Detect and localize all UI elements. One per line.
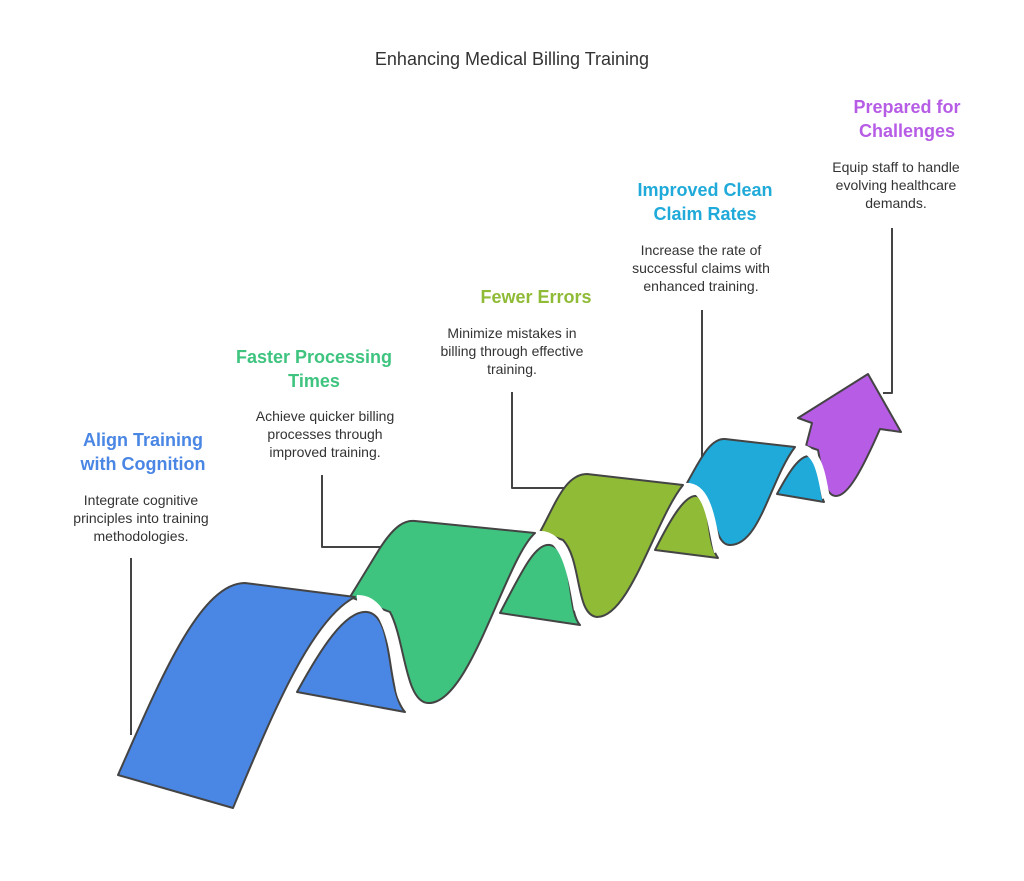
step-title-align: Align Training with Cognition <box>81 428 206 476</box>
desc-line: enhanced training. <box>643 278 759 294</box>
blue-flap <box>296 610 406 713</box>
olive-wave <box>539 473 684 618</box>
step-desc-align: Integrate cognitive principles into train… <box>73 491 208 545</box>
connector-line <box>883 228 893 394</box>
step-desc-improved: Increase the rate of successful claims wi… <box>632 241 770 295</box>
desc-line: Achieve quicker billing <box>255 408 395 424</box>
title-line: Claim Rates <box>653 204 757 224</box>
desc-line: Increase the rate of <box>640 242 762 258</box>
title-line: Faster Processing <box>235 347 393 367</box>
step-desc-fewer: Minimize mistakes in billing through effe… <box>441 324 584 378</box>
connector-line <box>511 392 568 489</box>
desc-line: Integrate cognitive <box>83 492 199 508</box>
title-line: Improved Clean <box>637 180 773 200</box>
connector-lines <box>130 228 893 735</box>
desc-line: evolving healthcare <box>835 177 957 193</box>
green-wave <box>349 519 536 705</box>
diagram-title: Enhancing Medical Billing Training <box>374 49 650 69</box>
desc-line: demands. <box>865 195 927 211</box>
title-line: Prepared for <box>853 97 961 117</box>
blue-wave <box>117 582 356 809</box>
title-line: with Cognition <box>80 454 206 474</box>
desc-line: Equip staff to handle <box>832 159 960 175</box>
desc-line: training. <box>487 361 537 377</box>
title-line: Fewer Errors <box>480 287 592 307</box>
purple-arrow <box>797 373 902 497</box>
title-line: Align Training <box>83 430 203 450</box>
desc-line: principles into training <box>73 510 209 526</box>
title-line: Times <box>288 371 340 391</box>
desc-line: billing through effective <box>440 343 584 359</box>
desc-line: methodologies. <box>93 528 189 544</box>
step-desc-faster: Achieve quicker billing processes through… <box>256 407 395 461</box>
desc-line: improved training. <box>269 444 381 460</box>
connector-line <box>321 475 383 548</box>
green-flap <box>499 543 581 626</box>
desc-line: processes through <box>267 426 383 442</box>
title-line: Challenges <box>858 121 956 141</box>
step-title-fewer: Fewer Errors <box>480 285 591 309</box>
step-desc-prepared: Equip staff to handle evolving healthcare… <box>832 158 959 212</box>
desc-line: successful claims with <box>632 260 770 276</box>
desc-line: Minimize mistakes in <box>447 325 577 341</box>
